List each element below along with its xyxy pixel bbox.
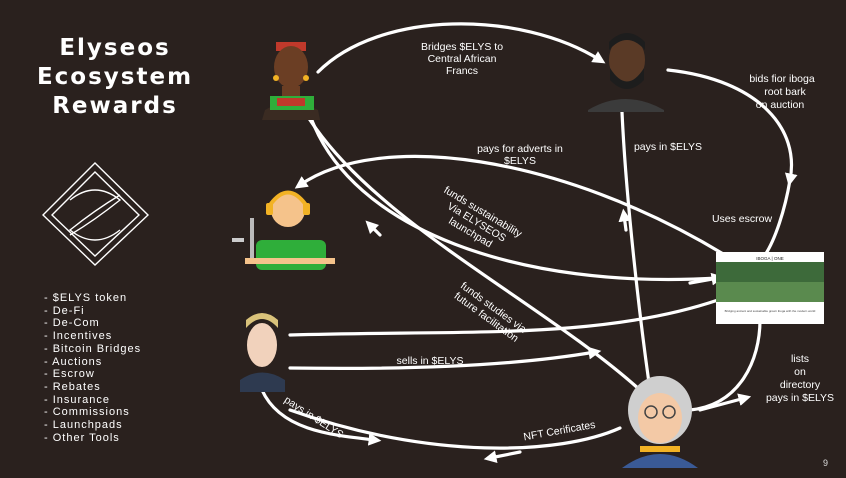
label-lists: lists xyxy=(791,353,809,365)
edge-pays-top-arrow xyxy=(618,208,632,232)
avatar-iboga-bidder xyxy=(588,33,664,112)
feature-item: - $ELYS token xyxy=(44,292,128,304)
feature-item: - De-Com xyxy=(44,317,100,330)
edge-lists xyxy=(688,318,762,412)
label-pays-top: pays in $ELYS xyxy=(634,141,702,153)
feature-item: - Bitcoin Bridges xyxy=(44,342,142,355)
feature-item: - Rebates xyxy=(44,380,101,393)
label-lists: directory xyxy=(780,379,821,391)
page-number: 9 xyxy=(822,458,828,468)
avatar-seller xyxy=(240,313,285,392)
label-pays-adverts: $ELYS xyxy=(504,155,536,167)
label-pays-adverts: pays for adverts in xyxy=(477,143,563,155)
avatar-podcaster xyxy=(232,190,335,270)
edge-lists-arrow xyxy=(698,393,752,412)
edge-funds-studies-2 xyxy=(365,220,382,237)
edge-nft xyxy=(288,408,622,450)
edge-bids xyxy=(666,68,798,187)
edge-bridges xyxy=(316,22,606,74)
directory-website-card: IBOGA | ONE Bridging ancient and sustain… xyxy=(716,252,824,324)
feature-item: - Other Tools xyxy=(44,431,120,444)
website-caption: Bridging ancient and sustainable grown i… xyxy=(725,309,816,313)
label-bridges: Central African xyxy=(428,53,497,65)
label-lists: on xyxy=(794,366,806,378)
feature-item: - Auctions xyxy=(44,355,103,368)
label-sells: sells in $ELYS xyxy=(397,355,464,367)
label-bridges: Bridges $ELYS to xyxy=(421,41,503,53)
edge-funds-sustainability xyxy=(308,113,720,282)
feature-item: - Insurance xyxy=(44,393,111,406)
feature-item: - Launchpads xyxy=(44,419,123,432)
title-line: Rewards xyxy=(52,93,178,119)
avatar-central-african xyxy=(262,42,320,120)
edge-site-to-person xyxy=(288,298,720,337)
label-lists: pays in $ELYS xyxy=(766,392,834,404)
website-logo: IBOGA | ONE xyxy=(756,256,783,261)
edge-nft-arrow xyxy=(483,450,522,464)
feature-item: - De-Fi xyxy=(44,304,85,317)
label-bids: bids fior iboga xyxy=(749,73,815,85)
feature-list: - $ELYS token - De-Fi - De-Com - Incenti… xyxy=(44,292,141,444)
edge-funds-sustainability-arrow xyxy=(688,272,725,286)
edge-bids-to-site xyxy=(763,178,792,257)
label-bids: root bark xyxy=(764,86,806,98)
feature-item: - Incentives xyxy=(44,330,113,343)
avatar-researcher xyxy=(622,376,698,468)
label-uses-escrow: Uses escrow xyxy=(712,213,773,225)
feature-item: - Escrow xyxy=(44,368,95,381)
edge-pays-adverts xyxy=(294,154,727,257)
title-line: Elyseos xyxy=(59,35,171,61)
label-bids: on auction xyxy=(756,99,805,111)
edge-sells xyxy=(288,346,602,371)
feature-item: - Commissions xyxy=(44,406,130,419)
edge-pays-top xyxy=(620,110,652,392)
page-title: Elyseos Ecosystem Rewards xyxy=(20,34,210,121)
label-pays-bottom: pays in $ELYS xyxy=(282,394,346,441)
title-line: Ecosystem xyxy=(36,64,194,90)
edge-pays-bottom xyxy=(260,388,382,446)
label-bridges: Francs xyxy=(446,65,478,77)
elyseos-logo-icon xyxy=(42,162,150,266)
